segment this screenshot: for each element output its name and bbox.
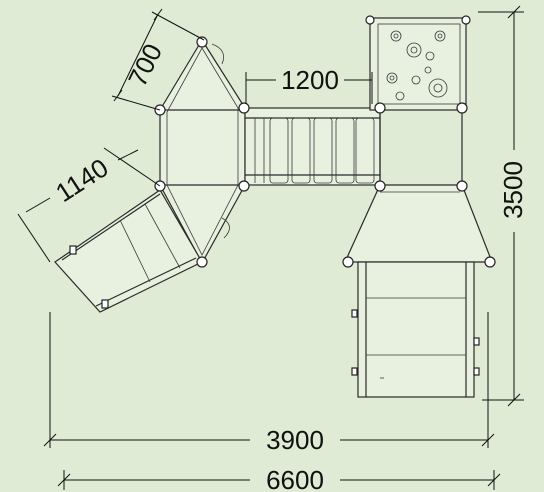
posts: [69, 15, 496, 376]
dimension-label-3900: 3900: [266, 425, 324, 455]
dimension-label-1200: 1200: [281, 65, 339, 95]
dimension-label-1140: 1140: [50, 152, 113, 208]
climbing-wall-tower: [369, 17, 467, 111]
dimension-label-6600: 6600: [266, 465, 324, 492]
right-slide: [357, 261, 475, 398]
dimension-label-3500: 3500: [498, 161, 528, 219]
dimension-1200: 1200: [245, 65, 373, 104]
dimension-3900: 3900: [43, 312, 495, 455]
dimension-label-700: 700: [122, 39, 168, 91]
right-platform: [344, 110, 493, 263]
dimension-6600: 6600: [57, 465, 501, 492]
dimension-3500: 3500: [478, 5, 528, 407]
bridge: [244, 107, 381, 186]
